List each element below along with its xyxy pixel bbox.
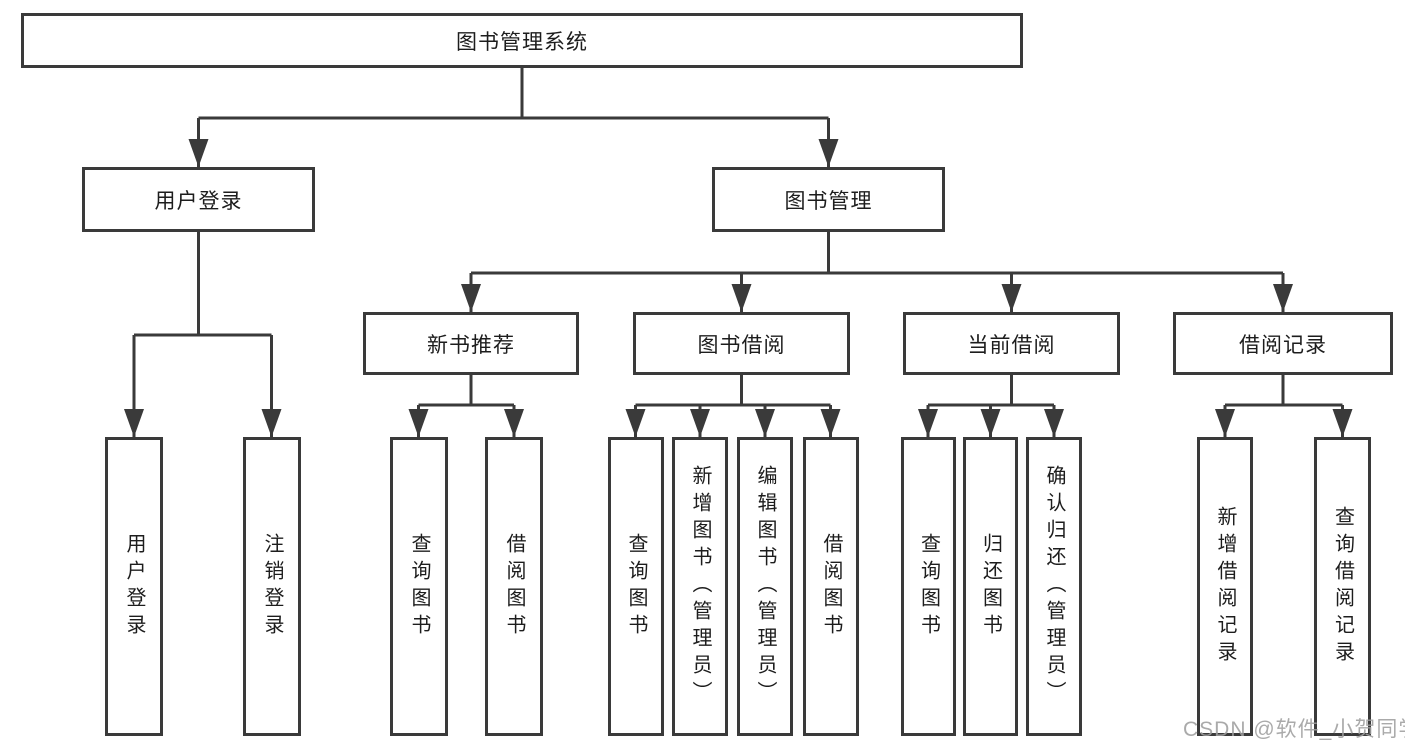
connector-borrow-records-to-leaves	[1223, 375, 1344, 437]
leaf-query-books-recommend: 查询图书	[390, 437, 448, 736]
leaf-user-login: 用户登录	[105, 437, 163, 736]
leaf-logout-login: 注销登录	[243, 437, 301, 736]
leaf-query-borrow-record: 查询借阅记录	[1314, 437, 1371, 736]
node-book-borrowing: 图书借阅	[633, 312, 850, 375]
watermark: CSDN @软件_小贺同学	[1183, 718, 1405, 741]
leaf-query-books-borrowing: 查询图书	[608, 437, 664, 736]
connector-book-mgmt-to-tier3	[469, 232, 1285, 312]
leaf-return-books: 归还图书	[963, 437, 1018, 736]
leaf-query-books-current: 查询图书	[901, 437, 956, 736]
node-library-management-system: 图书管理系统	[21, 13, 1023, 68]
node-new-book-recommendation: 新书推荐	[363, 312, 579, 375]
node-user-login: 用户登录	[82, 167, 315, 232]
leaf-borrow-books-recommend: 借阅图书	[485, 437, 543, 736]
leaf-add-books-admin: 新增图书（管理员）	[672, 437, 728, 736]
node-book-management: 图书管理	[712, 167, 945, 232]
node-borrowing-records: 借阅记录	[1173, 312, 1393, 375]
connector-root-to-tier2	[197, 68, 830, 167]
leaf-edit-books-admin: 编辑图书（管理员）	[737, 437, 793, 736]
node-current-borrowing: 当前借阅	[903, 312, 1120, 375]
leaf-add-borrow-record: 新增借阅记录	[1197, 437, 1253, 736]
arrowheads	[124, 139, 1353, 437]
connector-user-login-to-leaves	[132, 232, 273, 437]
leaf-borrow-books-borrowing: 借阅图书	[803, 437, 859, 736]
connector-new-book-rec-to-leaves	[417, 375, 516, 437]
leaf-confirm-return-admin: 确认归还（管理员）	[1026, 437, 1082, 736]
connector-book-borrow-to-leaves	[634, 375, 832, 437]
